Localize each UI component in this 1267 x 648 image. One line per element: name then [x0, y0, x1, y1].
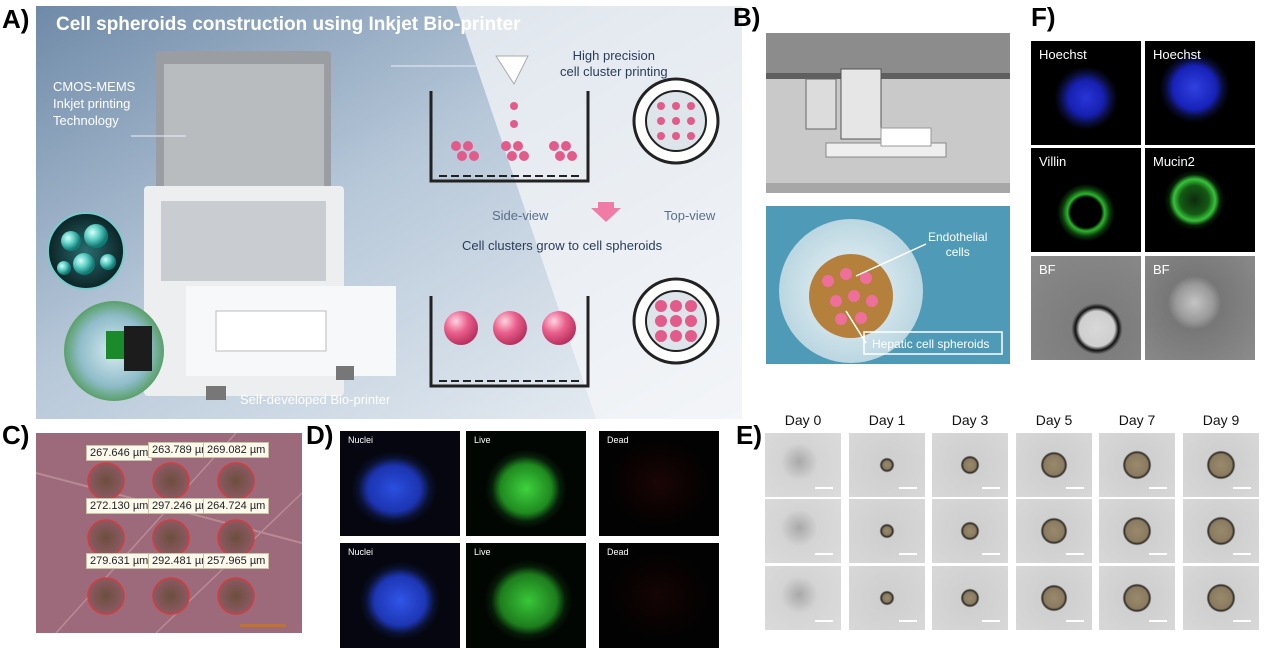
panel-d-tile: Nuclei	[340, 543, 460, 648]
panel-e-tile	[1183, 433, 1259, 497]
panel-e-tile	[932, 433, 1008, 497]
panel-a-figure	[36, 6, 742, 419]
panel-f-tile: Villin	[1031, 148, 1141, 252]
panel-b-well-diagram	[766, 206, 1010, 364]
grow-label: Cell clusters grow to cell spheroids	[462, 238, 663, 253]
panel-c-label: C)	[2, 420, 30, 450]
panel-d-tile-label: Dead	[607, 435, 629, 445]
panel-e-tile	[765, 499, 841, 563]
scale-bar	[899, 620, 917, 622]
panel-d-label: D)	[306, 420, 334, 450]
day-label: Day 5	[1035, 412, 1073, 428]
panel-f-tile: BF	[1031, 256, 1141, 360]
panel-f-tile-label: Mucin2	[1153, 154, 1195, 169]
panel-d-tile-label: Dead	[607, 547, 629, 557]
scale-bar	[982, 487, 1000, 489]
scale-bar	[899, 553, 917, 555]
panel-d-tile-label: Nuclei	[348, 435, 374, 445]
scale-bar	[815, 487, 833, 489]
day-label: Day 9	[1202, 412, 1240, 428]
panel-b-printer-photo	[766, 33, 1010, 193]
panel-f-tile: BF	[1145, 256, 1255, 360]
panel-d-tile-label: Nuclei	[348, 547, 374, 557]
cmos-label: CMOS-MEMS Inkjet printing Technology	[53, 79, 136, 128]
panel-e-tile	[932, 566, 1008, 630]
scale-bar	[815, 553, 833, 555]
panel-e-tile	[1016, 566, 1092, 630]
day-label: Day 1	[868, 412, 906, 428]
panel-e-tile	[932, 499, 1008, 563]
measurement-label: 269.082 µm	[203, 442, 270, 458]
panel-d-tile: Dead	[599, 543, 719, 648]
scale-bar	[982, 553, 1000, 555]
measurement-label: 272.130 µm	[86, 498, 153, 514]
measurement-label: 279.631 µm	[86, 553, 153, 569]
panel-e-tile	[765, 433, 841, 497]
panel-d-tile: Live	[466, 543, 586, 648]
scale-bar	[815, 620, 833, 622]
day-label: Day 3	[951, 412, 989, 428]
scale-bar	[1149, 620, 1167, 622]
panel-e-tile	[1016, 433, 1092, 497]
scale-bar	[1149, 553, 1167, 555]
measurement-label: 297.246 µm	[148, 498, 215, 514]
panel-d-tile-label: Live	[474, 435, 491, 445]
measurement-label: 257.965 µm	[203, 553, 270, 569]
scale-bar	[1149, 487, 1167, 489]
panel-c-micrograph	[36, 433, 302, 633]
hepatic-label: Hepatic cell spheroids	[872, 337, 990, 351]
panel-d-tile: Dead	[599, 431, 719, 536]
panel-e-tile	[765, 566, 841, 630]
measurement-label: 292.481 µm	[148, 553, 215, 569]
panel-f-tile-label: BF	[1039, 262, 1056, 277]
day-label: Day 7	[1118, 412, 1156, 428]
scale-bar	[1233, 487, 1251, 489]
top-view-label: Top-view	[664, 208, 716, 223]
panel-e-tile	[1016, 499, 1092, 563]
panel-e-tile	[1099, 566, 1175, 630]
scale-bar	[1066, 487, 1084, 489]
panel-d-tile: Nuclei	[340, 431, 460, 536]
endothelial-label: Endothelial cells	[928, 230, 988, 259]
panel-e-tile	[1183, 566, 1259, 630]
measurement-label: 267.646 µm	[86, 445, 153, 461]
scale-bar	[982, 620, 1000, 622]
panel-f-tile: Hoechst	[1145, 41, 1255, 145]
scale-bar	[1066, 620, 1084, 622]
panel-e-tile	[849, 566, 925, 630]
panel-a-label: A)	[2, 4, 30, 34]
panel-d-tile: Live	[466, 431, 586, 536]
measurement-label: 263.789 µm	[148, 442, 215, 458]
side-view-label: Side-view	[492, 208, 549, 223]
panel-d-tile-label: Live	[474, 547, 491, 557]
scale-bar	[1066, 553, 1084, 555]
panel-f-label: F)	[1031, 2, 1056, 32]
day-label: Day 0	[784, 412, 822, 428]
panel-f-tile-label: Villin	[1039, 154, 1067, 169]
scale-bar	[1233, 553, 1251, 555]
panel-f-tile: Hoechst	[1031, 41, 1141, 145]
panel-e-tile	[1099, 499, 1175, 563]
self-developed-label: Self-developed Bio-printer	[240, 392, 391, 407]
high-precision-label: High precision cell cluster printing	[560, 48, 668, 79]
panel-f-tile-label: BF	[1153, 262, 1170, 277]
panel-f-tile: Mucin2	[1145, 148, 1255, 252]
panel-e-tile	[1099, 433, 1175, 497]
panel-e-label: E)	[736, 420, 762, 450]
panel-f-tile-label: Hoechst	[1153, 47, 1201, 62]
panel-a-title: Cell spheroids construction using Inkjet…	[56, 14, 521, 35]
panel-e-tile	[849, 433, 925, 497]
panel-e-tile	[849, 499, 925, 563]
scale-bar	[899, 487, 917, 489]
panel-e-tile	[1183, 499, 1259, 563]
scale-bar	[1233, 620, 1251, 622]
measurement-label: 264.724 µm	[203, 498, 270, 514]
panel-b-label: B)	[733, 2, 761, 32]
panel-f-tile-label: Hoechst	[1039, 47, 1087, 62]
